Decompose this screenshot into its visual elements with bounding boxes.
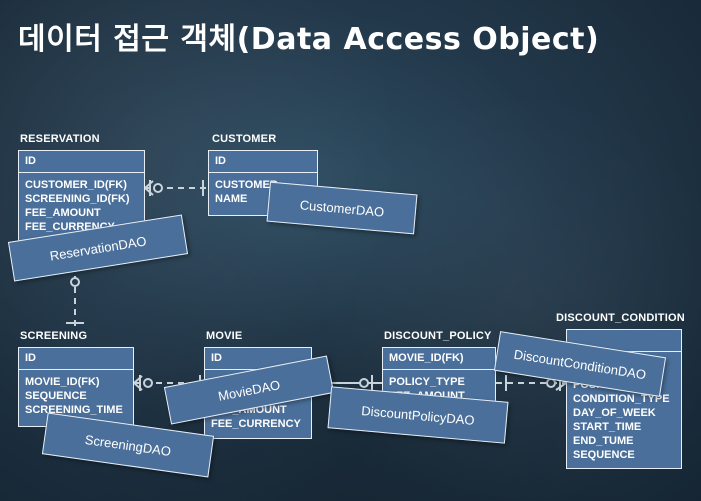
reservation-attr: FEE_AMOUNT <box>25 207 101 219</box>
screening-attr: SCREENING_TIME <box>25 404 123 416</box>
slide-title: 데이터 접근 객체(Data Access Object) <box>18 22 600 57</box>
screening-attr: MOVIE_ID(FK) <box>25 376 100 388</box>
screening-table: ID MOVIE_ID(FK) SEQUENCE SCREENING_TIME <box>18 347 134 427</box>
reservation-attr: SCREENING_ID(FK) <box>25 193 130 205</box>
reservation-pk: ID <box>19 151 144 173</box>
customer-attr: NAME <box>215 193 248 205</box>
movie-table-label: MOVIE <box>206 330 243 342</box>
movie-attr: FEE_CURRENCY <box>211 418 301 430</box>
discount-condition-attr: END_TUME <box>573 435 634 447</box>
discount-policy-table-label: DISCOUNT_POLICY <box>384 330 492 342</box>
discount-policy-pk: MOVIE_ID(FK) <box>383 348 495 370</box>
screening-pk: ID <box>19 348 133 370</box>
discount-condition-attr: SEQUENCE <box>573 449 635 461</box>
customer-attr: CUSTOMER <box>215 179 278 191</box>
screening-table-label: SCREENING <box>20 330 88 342</box>
reservation-attr: CUSTOMER_ID(FK) <box>25 179 127 191</box>
customer-table-label: CUSTOMER <box>212 133 277 145</box>
screening-attr: SEQUENCE <box>25 390 87 402</box>
discount-policy-attr: POLICY_TYPE <box>389 376 465 388</box>
discount-condition-attr: START_TIME <box>573 421 642 433</box>
discount-condition-table: POSITION CONDITION_TYPE DAY_OF_WEEK STAR… <box>566 329 682 469</box>
reservation-table-label: RESERVATION <box>20 133 100 145</box>
discount-condition-attr: DAY_OF_WEEK <box>573 407 656 419</box>
discount-condition-table-label: DISCOUNT_CONDITION <box>556 312 685 324</box>
customer-pk: ID <box>209 151 317 173</box>
discount-condition-attr: CONDITION_TYPE <box>573 393 670 405</box>
